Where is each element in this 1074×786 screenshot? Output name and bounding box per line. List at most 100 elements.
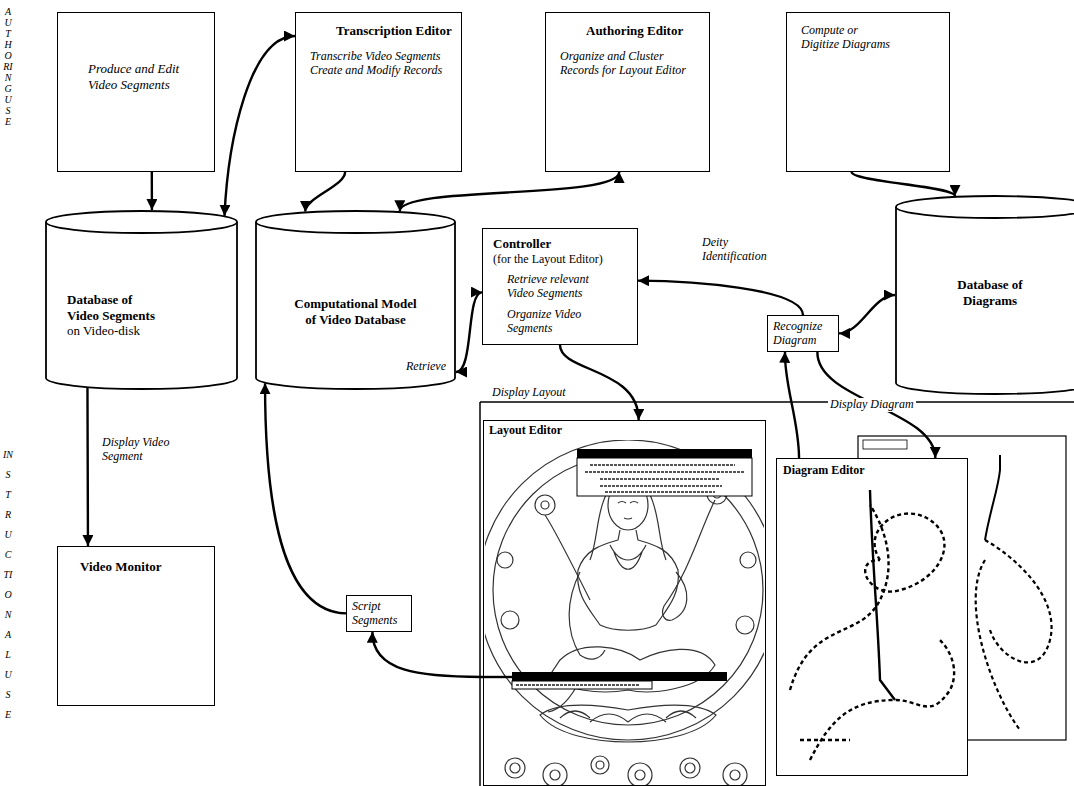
deity-illustration (578, 530, 679, 625)
back-diagram-window (863, 440, 907, 449)
deity-illustration (569, 572, 605, 659)
node-title: Diagram Editor (783, 463, 961, 477)
flow-arrow (151, 172, 154, 210)
node-text: Recognize Diagram (773, 319, 833, 348)
node-title: Controller (493, 236, 631, 252)
process-box: Compute or Digitize Diagrams (786, 12, 950, 172)
editor-box: Authoring EditorOrganize and Cluster Rec… (545, 12, 710, 172)
deity-illustration (635, 770, 645, 780)
deity-illustration (497, 552, 513, 568)
flow-arrow (372, 632, 483, 677)
diagram-editor-canvas (810, 640, 954, 760)
cylinder-rim (896, 207, 1074, 218)
node-title: Computational Model of Video Database (292, 296, 420, 327)
flow-arrow (456, 292, 482, 372)
deity-illustration (663, 572, 687, 620)
section-frame (479, 402, 481, 786)
diagram-editor-canvas (870, 490, 895, 700)
node-text: Script Segments (352, 599, 406, 628)
database-cylinder: Database of Video Segmentson Video-disk (45, 210, 238, 390)
process-box: Produce and Edit Video Segments (57, 12, 215, 172)
edge-label: Display Video Segment (100, 436, 180, 464)
node-text: (for the Layout Editor) (493, 252, 631, 266)
node-title: Database of Video Segments (67, 292, 162, 323)
flow-arrow (86, 388, 89, 546)
menu-popups (577, 458, 752, 496)
database-cylinder: Database of Diagrams (895, 195, 1074, 395)
label-holder: AUTHORING USE (3, 6, 13, 127)
deity-illustration (543, 763, 567, 786)
section-frame (480, 401, 1074, 403)
node-text: Compute or Digitize Diagrams (801, 23, 897, 52)
node-text: Retrieve relevant Video Segments (507, 272, 607, 301)
flow-arrow (852, 172, 955, 196)
label-holder: Display Diagram (828, 394, 916, 412)
deity-illustration (535, 495, 555, 515)
back-diagram-window (976, 560, 1020, 730)
flow-arrow (839, 295, 895, 333)
flow-arrow (785, 352, 799, 458)
deity-illustration (591, 756, 609, 774)
menu-popups (512, 672, 727, 681)
menu-popups (516, 684, 640, 686)
node-text: Produce and Edit Video Segments (88, 61, 198, 92)
deity-illustration (505, 758, 525, 778)
label-holder: Display Video Segment (100, 436, 180, 464)
menu-popups (577, 449, 752, 458)
deity-illustration (485, 440, 764, 740)
deity-illustration (730, 770, 740, 780)
label-holder: Retrieve (404, 356, 448, 374)
process-box: Recognize Diagram (767, 315, 839, 352)
back-diagram-window (985, 455, 1000, 540)
diagram-editor-canvas (776, 458, 968, 776)
diagram-editor-canvas (865, 514, 944, 592)
deity-illustration (550, 770, 560, 780)
flow-arrow (224, 36, 295, 216)
menu-popups (484, 676, 512, 678)
deity-illustration (485, 440, 764, 786)
flow-arrow (638, 281, 803, 315)
editor-window: Layout Editor (483, 420, 766, 786)
node-text: Organize and Cluster Records for Layout … (560, 49, 700, 78)
cylinder-body (896, 196, 1074, 394)
menu-popups (585, 471, 745, 473)
deity-illustration (590, 495, 666, 560)
node-title: Layout Editor (489, 423, 760, 437)
node-text: Transcribe Video Segments (310, 49, 453, 63)
edge-label: Retrieve (404, 360, 448, 374)
deity-illustration (545, 500, 715, 606)
deity-illustration (541, 501, 549, 509)
section-label: INSTRUCTIONAL USE (3, 445, 13, 725)
deity-illustration (618, 502, 638, 520)
node-title: Transcription Editor (336, 23, 453, 39)
editor-window: Diagram Editor (776, 458, 968, 776)
cylinder-body (46, 211, 237, 389)
deity-illustration (680, 758, 700, 778)
deity-illustration (736, 616, 754, 634)
cylinder-body (256, 211, 455, 389)
menu-popups (600, 478, 720, 480)
diagram-editor-canvas (776, 458, 968, 776)
deity-illustration (740, 552, 756, 568)
deity-illustration (560, 711, 696, 722)
menu-popups (484, 449, 752, 689)
menu-popups (512, 681, 652, 689)
edge-label: Display Layout (490, 386, 568, 400)
deity-illustration (723, 763, 747, 786)
flow-arrow (560, 345, 639, 420)
label-holder: Display Layout (490, 382, 568, 400)
diagram-editor-canvas (790, 490, 954, 760)
section-label: AUTHORING USE (3, 6, 13, 127)
back-diagram-window (985, 540, 1052, 662)
cylinder-rim (46, 222, 237, 233)
node-text: Organize Video Segments (507, 307, 607, 336)
node-title: Video Monitor (80, 559, 206, 575)
deity-illustration (493, 455, 763, 725)
deity-illustration (510, 763, 520, 773)
menu-popups (590, 464, 735, 466)
label-holder: Deity Identification (700, 236, 785, 264)
diagram-editor-canvas (790, 505, 889, 690)
deity-illustration (628, 763, 652, 786)
menu-popups (605, 491, 715, 493)
node-text: Create and Modify Records (310, 63, 453, 77)
